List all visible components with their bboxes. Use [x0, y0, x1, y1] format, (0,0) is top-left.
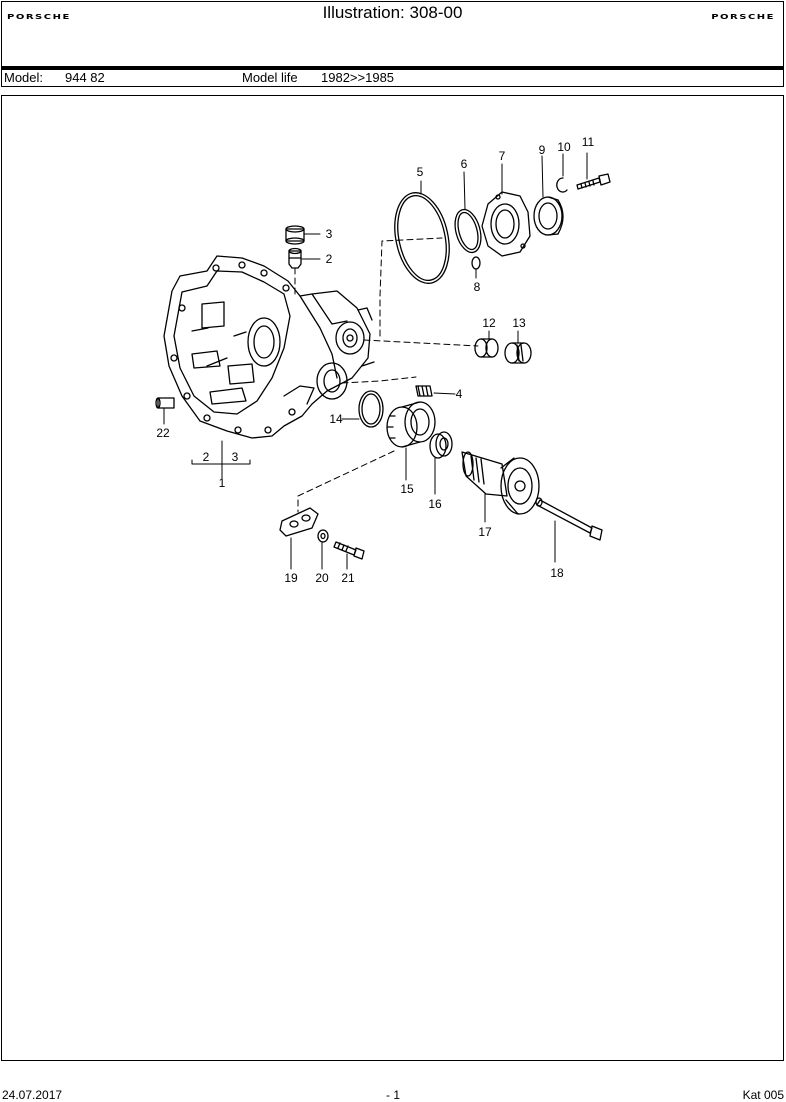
- part-14-o-ring: [358, 390, 384, 428]
- porsche-logo-left: PORSCHE: [7, 13, 71, 22]
- model-value: 944 82: [65, 70, 105, 85]
- callout-22: 22: [156, 426, 170, 440]
- callout-14: 14: [329, 412, 343, 426]
- leader-lines: [163, 152, 588, 570]
- part-20-washer: [317, 529, 329, 543]
- part-16-seal: [429, 431, 453, 459]
- exploded-parts-drawing: 22 1 2 3 3 2 4 5 6 7 8 9 10 11 12 13 14 …: [155, 135, 611, 585]
- callout-10: 10: [557, 140, 571, 154]
- callout-labels: 22 1 2 3 3 2 4 5 6 7 8 9 10 11 12 13 14 …: [156, 135, 594, 585]
- part-3-cap: [285, 225, 305, 245]
- model-life-value: 1982>>1985: [321, 70, 395, 85]
- callout-9: 9: [539, 143, 546, 157]
- callout-1: 1: [219, 476, 226, 490]
- illustration-frame: 22 1 2 3 3 2 4 5 6 7 8 9 10 11 12 13 14 …: [1, 95, 784, 1061]
- model-bar: Model: 944 82 Model life 1982>>1985: [1, 67, 784, 87]
- callout-18: 18: [550, 566, 564, 580]
- part-19-lock-plate: [279, 507, 319, 537]
- page-title: Illustration: 308-00: [322, 3, 463, 22]
- part-2-sleeve: [288, 247, 302, 269]
- callout-20: 20: [315, 571, 329, 585]
- callout-7: 7: [499, 149, 506, 163]
- part-9-shaft-seal: [533, 196, 564, 236]
- callout-13: 13: [512, 316, 526, 330]
- part-11-bolt: [576, 173, 611, 190]
- callout-4: 4: [456, 387, 463, 401]
- part-6-o-ring: [454, 208, 482, 254]
- footer-page-number: - 1: [386, 1088, 401, 1102]
- part-13-roller-bearing: [504, 342, 532, 364]
- callout-3: 3: [326, 227, 333, 241]
- callout-15: 15: [400, 482, 414, 496]
- model-life-label: Model life: [242, 70, 298, 85]
- callout-21: 21: [341, 571, 355, 585]
- porsche-logo-right: PORSCHE: [711, 13, 775, 22]
- callout-8: 8: [474, 280, 481, 294]
- callout-19: 19: [284, 571, 298, 585]
- part-18-long-bolt: [535, 497, 603, 541]
- part-15-threaded-ring: [386, 401, 436, 448]
- callout-12: 12: [482, 316, 496, 330]
- part-7-flange-cover: [481, 191, 531, 257]
- callout-11: 11: [582, 135, 595, 149]
- part-21-bolt: [333, 541, 365, 560]
- callout-5: 5: [417, 165, 424, 179]
- part-17-drive-flange: [461, 451, 540, 515]
- part-8-small-ring: [471, 256, 481, 270]
- part-5-large-seal-ring: [394, 192, 450, 284]
- group-label-3: 3: [232, 450, 239, 464]
- callout-6: 6: [461, 157, 468, 171]
- transmission-housing-illustration: [163, 255, 375, 439]
- assembly-dashed-lines: [294, 237, 479, 513]
- header-box: PORSCHE Illustration: 308-00 PORSCHE: [1, 1, 784, 67]
- part-4-plug: [415, 385, 433, 397]
- callout-17: 17: [478, 525, 492, 539]
- footer-date: 24.07.2017: [2, 1088, 63, 1102]
- part-12-bearing-cup: [474, 338, 499, 358]
- part-10-circlip: [556, 177, 568, 193]
- callout-2: 2: [326, 252, 333, 266]
- callout-16: 16: [428, 497, 442, 511]
- footer-catalog: Kat 005: [742, 1088, 784, 1102]
- group-label-2: 2: [203, 450, 210, 464]
- part-22-dowel-pin: [155, 397, 175, 409]
- model-label: Model:: [4, 70, 44, 85]
